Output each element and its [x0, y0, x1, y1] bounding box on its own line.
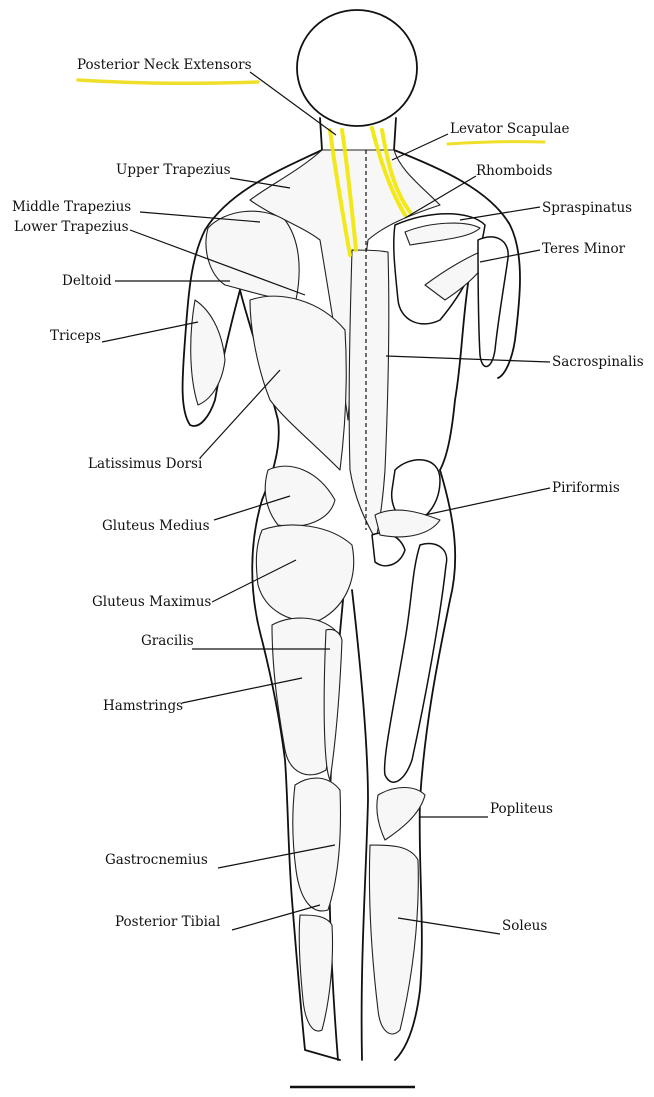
label-lower-trapezius: Lower Trapezius — [14, 219, 129, 235]
leader-triceps — [102, 322, 198, 342]
levator-scapulae-underline — [448, 142, 544, 144]
leader-sacrospinalis — [386, 356, 550, 362]
gastrocnemius-muscle — [293, 778, 341, 911]
label-latissimus-dorsi: Latissimus Dorsi — [88, 456, 203, 472]
label-piriformis: Piriformis — [552, 480, 620, 496]
label-gastrocnemius: Gastrocnemius — [105, 852, 208, 868]
label-popliteus: Popliteus — [490, 801, 553, 817]
gracilis-muscle — [324, 629, 342, 780]
label-gluteus-maximus: Gluteus Maximus — [92, 594, 211, 610]
latissimus-dorsi-muscle — [250, 296, 346, 470]
muscles — [191, 128, 508, 1034]
label-soleus: Soleus — [502, 918, 547, 934]
leader-spraspinatus — [460, 207, 540, 220]
leader-posterior-neck-extensors — [250, 72, 336, 135]
head — [297, 10, 417, 126]
gluteus-medius-muscle — [265, 466, 335, 526]
posterior-tibial-muscle — [299, 915, 332, 1031]
triceps-left-muscle — [191, 300, 225, 405]
label-hamstrings: Hamstrings — [103, 698, 183, 714]
sacrum-bone — [372, 533, 405, 566]
label-middle-trapezius: Middle Trapezius — [12, 199, 131, 215]
soleus-muscle — [369, 845, 418, 1034]
label-gracilis: Gracilis — [141, 633, 194, 649]
label-teres-minor: Teres Minor — [542, 241, 626, 257]
leader-levator-scapulae — [392, 134, 448, 160]
label-triceps: Triceps — [50, 328, 101, 344]
humerus-right-bone — [478, 237, 508, 367]
label-upper-trapezius: Upper Trapezius — [116, 162, 231, 178]
label-rhomboids: Rhomboids — [476, 163, 553, 179]
sacrospinalis-muscle — [349, 250, 389, 540]
label-deltoid: Deltoid — [62, 273, 112, 289]
right-inner-leg-outline — [352, 590, 368, 1060]
label-posterior-neck-extensors: Posterior Neck Extensors — [77, 57, 252, 73]
label-sacrospinalis: Sacrospinalis — [552, 354, 644, 370]
label-gluteus-medius: Gluteus Medius — [102, 518, 210, 534]
label-posterior-tibial: Posterior Tibial — [115, 914, 220, 930]
leader-piriformis — [425, 488, 550, 515]
label-spraspinatus: Spraspinatus — [542, 200, 632, 216]
deltoid-left-muscle — [206, 211, 299, 300]
popliteus-muscle — [377, 788, 425, 841]
neck-extensors-underline — [78, 80, 258, 83]
label-levator-scapulae: Levator Scapulae — [450, 121, 569, 137]
